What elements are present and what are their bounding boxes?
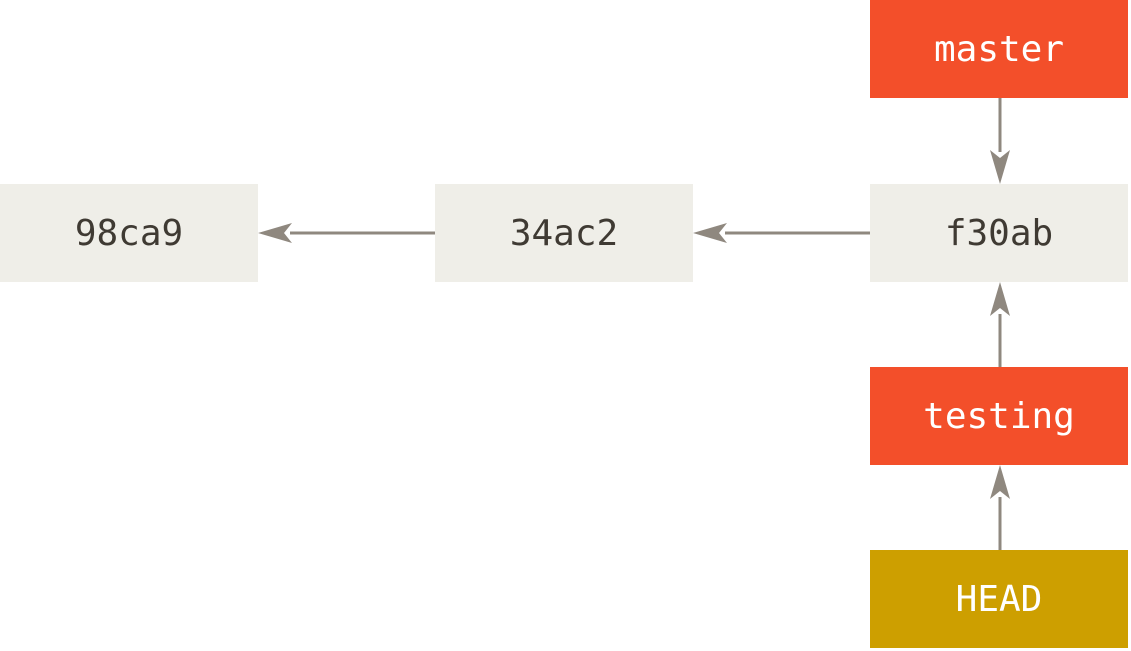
arrow-head: [990, 465, 1010, 499]
arrow-master-to-f30ab: [990, 98, 1010, 184]
arrow-testing-to-f30ab: [990, 282, 1010, 367]
commit-id-label: 34ac2: [509, 212, 619, 254]
arrow-head: [990, 282, 1010, 316]
arrow-group: [258, 98, 1010, 550]
head-pointer: HEAD: [870, 550, 1128, 648]
arrow-head-to-testing: [990, 465, 1010, 550]
commit-id-label: 98ca9: [74, 212, 184, 254]
arrow-head: [258, 223, 292, 243]
arrow-34ac2-to-98ca9: [258, 223, 435, 243]
commit-34ac2: 34ac2: [435, 184, 693, 282]
commit-98ca9: 98ca9: [0, 184, 258, 282]
branch-label: master: [933, 28, 1065, 70]
arrow-head: [990, 150, 1010, 184]
branch-label: testing: [923, 395, 1075, 437]
commit-f30ab: f30ab: [870, 184, 1128, 282]
branch-testing: testing: [870, 367, 1128, 465]
arrow-head: [693, 223, 727, 243]
head-label: HEAD: [955, 578, 1043, 620]
commit-id-label: f30ab: [944, 212, 1054, 254]
branch-master: master: [870, 0, 1128, 98]
arrow-f30ab-to-34ac2: [693, 223, 870, 243]
